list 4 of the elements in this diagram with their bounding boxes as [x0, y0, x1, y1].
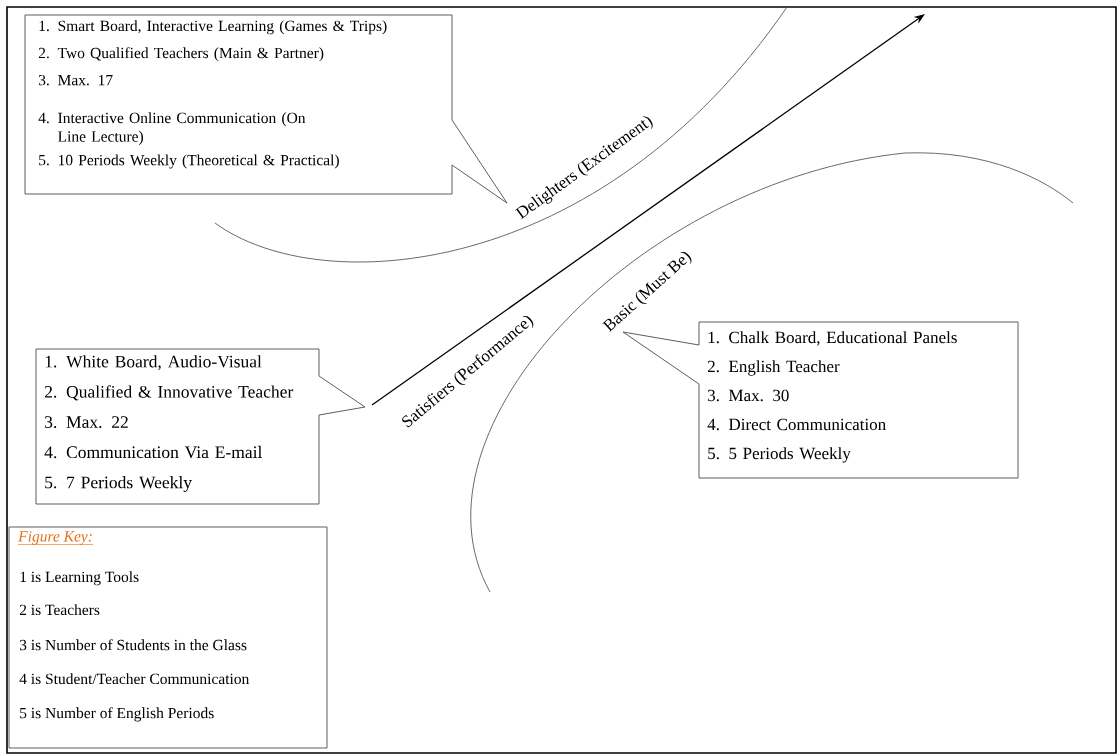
key-box: Figure Key: 1 is Learning Tools 2 is Teachers 3 is Number of Students in the Glass 4 is Student/Teacher Communication 5 is Number of English Periods: [8, 526, 328, 749]
callout-box: 1. Chalk Board, Educational Panels 2. English Teacher 3. Max. 30 4. Direct Communication 5. 5 Periods Weekly: [622, 321, 1019, 479]
callout-box: 1. Smart Board, Interactive Learning (Games & Trips) 2. Two Qualified Teachers (Main & Partner) 3. Max. 17 4. Interactive Online Communication (On Line Lecture) 5. 10 Periods Weekly (Theoretical & Practical): [24, 14, 508, 204]
callout-box: 1. White Board, Audio-Visual 2. Qualified & Innovative Teacher 3. Max. 22 4. Communication Via E-mail 5. 7 Periods Weekly: [35, 348, 366, 505]
